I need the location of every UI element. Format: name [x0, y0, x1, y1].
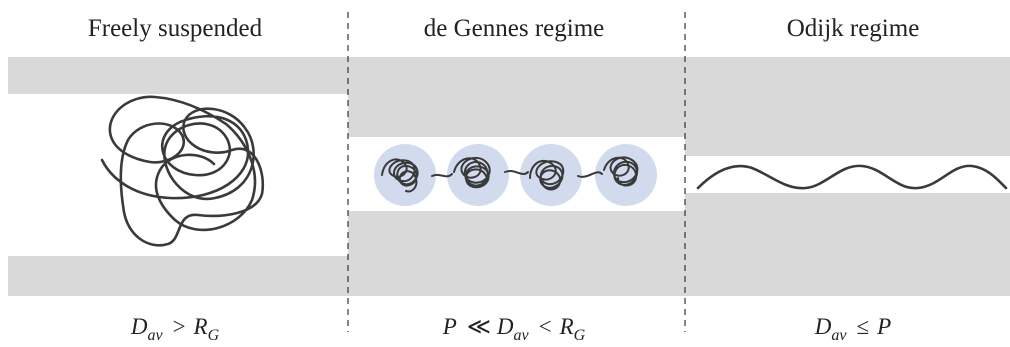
operator: >: [173, 314, 186, 339]
condition-de-gennes: P ≪Dav < RG: [442, 314, 586, 344]
condition-odijk: Dav ≤P: [814, 314, 891, 344]
blob-linker: [431, 173, 453, 178]
blob: [595, 144, 657, 206]
symbol-D: D: [130, 314, 148, 339]
polymer-coil: [100, 95, 265, 247]
symbol-D: D: [496, 314, 514, 339]
blob-coil: [381, 158, 419, 193]
bottom-wall: [685, 193, 1010, 296]
panel-title-odijk: Odijk regime: [787, 15, 920, 42]
condition-freely-suspended: Dav > RG: [130, 314, 220, 344]
top-wall: [685, 57, 1010, 156]
blob-linker: [577, 171, 603, 178]
subscript-G: G: [574, 327, 586, 344]
channel-walls-odijk: [685, 57, 1010, 296]
subscript-av: av: [831, 327, 847, 344]
channel-walls-freely-suspended: [8, 57, 348, 296]
symbol-P: P: [876, 314, 891, 339]
channel-walls-de-gennes: [348, 57, 685, 296]
operator-much-less: ≪: [467, 314, 491, 339]
blob-coil: [603, 156, 639, 187]
operator-leq: ≤: [857, 314, 870, 339]
blob-chain: [374, 144, 657, 206]
undulating-chain: [696, 164, 1008, 190]
blob: [374, 144, 436, 206]
blob-coil: [453, 156, 491, 189]
symbol-D: D: [814, 314, 832, 339]
operator-less: <: [539, 314, 552, 339]
bottom-wall: [348, 211, 685, 296]
symbol-P: P: [442, 314, 457, 339]
symbol-R: R: [193, 314, 208, 339]
blob: [520, 144, 582, 206]
blob-coil: [529, 159, 565, 191]
panel-title-de-gennes: de Gennes regime: [424, 15, 604, 42]
bottom-wall: [8, 256, 348, 296]
subscript-av: av: [147, 327, 163, 344]
symbol-R: R: [559, 314, 574, 339]
top-wall: [8, 57, 348, 94]
subscript-av: av: [514, 327, 530, 344]
blob-linker: [504, 170, 529, 175]
panel-title-freely-suspended: Freely suspended: [88, 15, 263, 42]
subscript-G: G: [208, 327, 220, 344]
top-wall: [348, 57, 685, 137]
